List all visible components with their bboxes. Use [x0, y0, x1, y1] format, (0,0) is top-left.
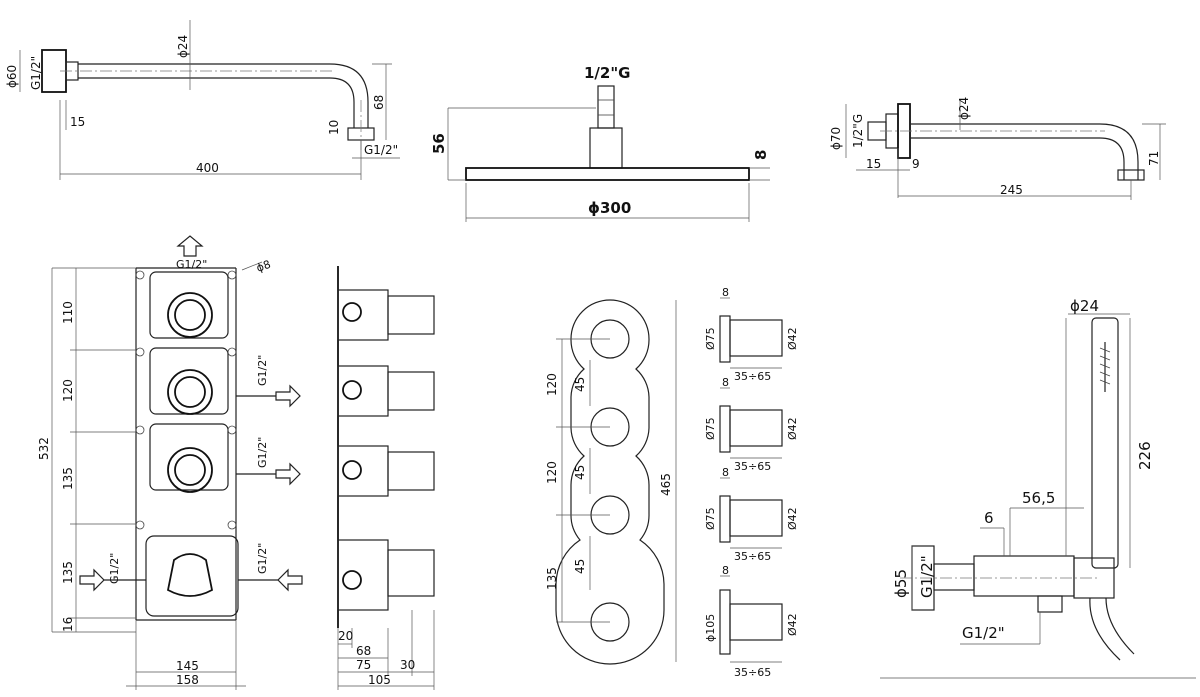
arm2-dim-a: 15 — [866, 157, 881, 171]
hand-gap: 6 — [984, 509, 994, 527]
side-d: 30 — [400, 658, 415, 672]
hand-shower-view: ϕ24 226 56,5 6 ϕ55 G1/2" G1/2" — [880, 297, 1196, 679]
arm1-flange-thickness: 15 — [70, 115, 85, 129]
arm2-dim-b: 9 — [912, 157, 920, 171]
plate-total: 465 — [659, 473, 673, 496]
box-screw: ϕ8 — [255, 258, 273, 275]
k2-rose: Ø75 — [704, 417, 717, 440]
side-c: 75 — [356, 658, 371, 672]
side-depth: 105 — [368, 673, 391, 687]
hand-wall-thread: G1/2" — [918, 555, 936, 598]
box-h2: 120 — [61, 379, 75, 402]
short-arm-view: ϕ70 1/2"G ϕ24 15 9 245 71 — [829, 97, 1166, 200]
head-height: 56 — [430, 133, 448, 154]
trim-plate-view: 120 120 135 45 45 45 465 8 Ø75 Ø42 35÷65… — [545, 286, 799, 679]
k1-proj: 35÷65 — [734, 370, 771, 383]
k2-top: 8 — [722, 376, 729, 389]
box-total: 532 — [37, 437, 51, 460]
k2-proj: 35÷65 — [734, 460, 771, 473]
plate-s2: 120 — [545, 461, 559, 484]
arm2-length: 245 — [1000, 183, 1023, 197]
arm2-flange-dia: ϕ70 — [829, 127, 843, 150]
head-diameter: ϕ300 — [588, 199, 631, 217]
k3-knob: Ø42 — [786, 507, 799, 530]
head-thread: 1/2"G — [584, 64, 630, 82]
arm2-thread: 1/2"G — [851, 114, 865, 148]
plate-s1: 120 — [545, 373, 559, 396]
arm1-length: 400 — [196, 161, 219, 175]
box-h1: 110 — [61, 301, 75, 324]
box-top-thread: G1/2" — [176, 258, 207, 271]
k3-rose: Ø75 — [704, 507, 717, 530]
k3-proj: 35÷65 — [734, 550, 771, 563]
plate-s3: 135 — [545, 567, 559, 590]
knob-side-3: 8 Ø75 Ø42 35÷65 — [704, 466, 799, 563]
arm1-flange-dia: ϕ60 — [5, 65, 19, 88]
arm1-wall-thread: G1/2" — [29, 56, 43, 90]
concealed-box-front: G1/2" ϕ8 110 120 135 135 16 532 G1/2" G1… — [37, 235, 303, 690]
knob-side-1: 8 Ø75 Ø42 35÷65 — [704, 286, 799, 383]
hand-hose-dia: ϕ24 — [1070, 297, 1099, 315]
k4-top: 8 — [722, 564, 729, 577]
k2-knob: Ø42 — [786, 417, 799, 440]
plate-g1: 45 — [573, 377, 587, 392]
arm2-pipe-dia: ϕ24 — [957, 97, 971, 120]
shower-head-view: 1/2"G 56 8 ϕ300 — [430, 64, 770, 222]
k4-knob: Ø42 — [786, 613, 799, 636]
k1-rose: Ø75 — [704, 327, 717, 350]
box-out1: G1/2" — [256, 355, 269, 386]
hand-length: 226 — [1136, 441, 1154, 470]
box-in-left: G1/2" — [108, 553, 121, 584]
box-out3: G1/2" — [256, 543, 269, 574]
hand-rose-dia: ϕ55 — [892, 569, 910, 598]
concealed-box-side: 20 68 75 30 105 — [337, 266, 435, 690]
arm1-drop: 68 — [372, 95, 386, 110]
arm1-pipe-dia: ϕ24 — [176, 35, 190, 58]
box-bottom: 16 — [61, 617, 75, 632]
k4-rose: ϕ105 — [704, 614, 717, 642]
k3-top: 8 — [722, 466, 729, 479]
k1-top: 8 — [722, 286, 729, 299]
plate-g2: 45 — [573, 465, 587, 480]
knob-side-4: 8 ϕ105 Ø42 35÷65 — [704, 564, 799, 679]
arm2-drop: 71 — [1147, 151, 1161, 166]
box-outer-width: 158 — [176, 673, 199, 687]
head-thickness: 8 — [752, 150, 770, 160]
hand-reach: 56,5 — [1022, 489, 1055, 507]
box-h3: 135 — [61, 467, 75, 490]
hand-outlet-thread: G1/2" — [962, 624, 1005, 642]
plate-g3: 45 — [573, 559, 587, 574]
side-a: 20 — [338, 629, 353, 643]
box-out2: G1/2" — [256, 437, 269, 468]
side-b: 68 — [356, 644, 371, 658]
box-inner-width: 145 — [176, 659, 199, 673]
box-h4: 135 — [61, 561, 75, 584]
knob-side-2: 8 Ø75 Ø42 35÷65 — [704, 376, 799, 473]
k1-knob: Ø42 — [786, 327, 799, 350]
arm1-nozzle: 10 — [327, 120, 341, 135]
shower-arm-view: ϕ60 G1/2" ϕ24 68 10 G1/2" 15 400 — [5, 20, 400, 180]
k4-proj: 35÷65 — [734, 666, 771, 679]
arm1-outlet-thread: G1/2" — [364, 143, 398, 157]
